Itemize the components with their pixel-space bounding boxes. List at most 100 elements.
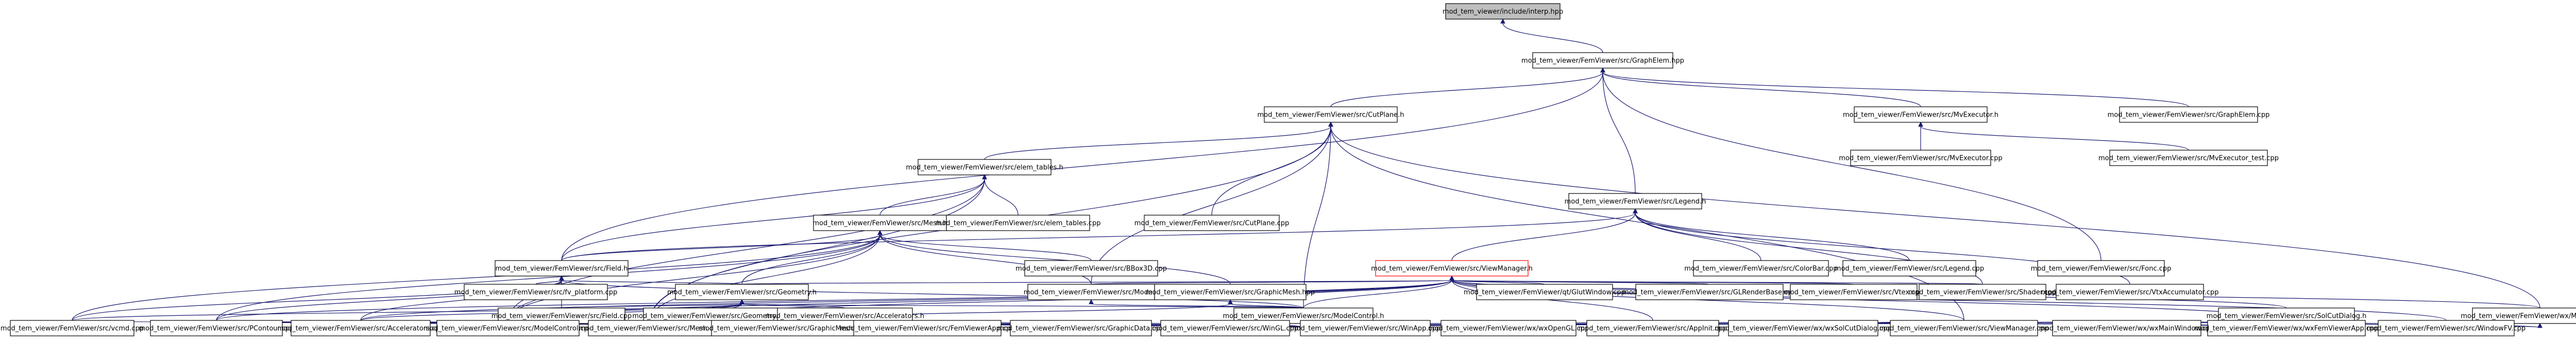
edge-mode_h-to-view_manager_h xyxy=(1091,275,1454,285)
node-label: mod_tem_viewer/FemViewer/src/ColorBar.cp… xyxy=(1684,265,1837,273)
node-model-control-cpp[interactable]: mod_tem_viewer/FemViewer/src/ModelContro… xyxy=(423,320,592,336)
edge-legend_cpp-to-legend_h xyxy=(1633,208,1910,261)
node-label: mod_tem_viewer/FemViewer/src/AppInit.cpp xyxy=(1579,325,1727,333)
node-view-manager-cpp[interactable]: mod_tem_viewer/FemViewer/src/ViewManager… xyxy=(1879,320,2049,336)
edge-mv_exec_test-to-mv_exec_h xyxy=(1918,121,2189,151)
node-label: mod_tem_viewer/FemViewer/src/WindowFV.cp… xyxy=(2367,325,2526,333)
node-qt-glwindow[interactable]: mod_tem_viewer/FemViewer/qt/GlutWindow.c… xyxy=(1464,284,1625,300)
node-label: mod_tem_viewer/FemViewer/src/Vtex.cpp xyxy=(1784,289,1924,297)
node-label: mod_tem_viewer/FemViewer/wx/wxMainWindow… xyxy=(2039,325,2214,333)
node-label: mod_tem_viewer/FemViewer/src/Mesh.cpp xyxy=(579,325,722,333)
node-p-contour-cpp[interactable]: mod_tem_viewer/FemViewer/src/PContour.cp… xyxy=(139,320,294,336)
node-win-gl-cpp[interactable]: mod_tem_viewer/FemViewer/src/WinGL.cpp xyxy=(1152,320,1298,336)
node-label: mod_tem_viewer/FemViewer/src/ModelContro… xyxy=(423,325,592,333)
node-fonc-cpp[interactable]: mod_tem_viewer/FemViewer/src/Fonc.cpp xyxy=(2031,260,2172,277)
graph-nodes: mod_tem_viewer/include/interp.hpp mod_tem… xyxy=(1,3,2576,336)
node-label: mod_tem_viewer/FemViewer/src/MvExecutor.… xyxy=(1839,155,2002,163)
node-label: mod_tem_viewer/FemViewer/src/PContour.cp… xyxy=(139,325,294,333)
node-view-manager-h[interactable]: mod_tem_viewer/FemViewer/src/ViewManager… xyxy=(1371,260,1533,277)
node-fv-platform[interactable]: mod_tem_viewer/FemViewer/src/fv_platform… xyxy=(454,284,617,300)
node-graphic-mesh-cpp[interactable]: mod_tem_viewer/FemViewer/src/GraphicMesh… xyxy=(699,320,868,336)
node-graph-elem-cpp[interactable]: mod_tem_viewer/FemViewer/src/GraphElem.c… xyxy=(2108,106,2270,123)
node-fem-viewer-app-src[interactable]: mod_tem_viewer/FemViewer/src/FemViewerAp… xyxy=(840,320,1015,336)
node-label: mod_tem_viewer/FemViewer/src/BBox3D.cpp xyxy=(1015,265,1167,273)
node-label: mod_tem_viewer/FemViewer/src/elem_tables… xyxy=(936,220,1101,228)
edge-mesh_cpp-to-mesh_h xyxy=(650,230,883,321)
node-graphic-mesh-hpp[interactable]: mod_tem_viewer/FemViewer/src/GraphicMesh… xyxy=(1146,284,1315,300)
node-elem-tables-h[interactable]: mod_tem_viewer/FemViewer/src/elem_tables… xyxy=(906,159,1063,175)
node-label: mod_tem_viewer/FemViewer/src/WinGL.cpp xyxy=(1152,325,1298,333)
edge-mode_h-to-cut_plane_h xyxy=(1091,121,1333,285)
node-wx-sol-cut-dialog[interactable]: mod_tem_viewer/FemViewer/wx/wxSolCutDial… xyxy=(1715,320,1892,336)
node-cut-plane-h[interactable]: mod_tem_viewer/FemViewer/src/CutPlane.h xyxy=(1257,106,1404,123)
node-mode-h[interactable]: mod_tem_viewer/FemViewer/src/Mode.h xyxy=(1024,284,1159,300)
node-shader-cpp[interactable]: mod_tem_viewer/FemViewer/src/Shader.cpp xyxy=(1908,284,2057,300)
node-vtx-accum-cpp[interactable]: mod_tem_viewer/FemViewer/src/VtxAccumula… xyxy=(2041,284,2219,300)
node-label: mod_tem_viewer/FemViewer/src/MvExecutor_… xyxy=(2098,155,2279,163)
node-field-h[interactable]: mod_tem_viewer/FemViewer/src/Field.h xyxy=(495,260,629,277)
node-label: mod_tem_viewer/FemViewer/src/fv_platform… xyxy=(454,289,617,297)
node-label: mod_tem_viewer/FemViewer/src/Shader.cpp xyxy=(1908,289,2056,297)
node-mesh-h[interactable]: mod_tem_viewer/FemViewer/src/Mesh.h xyxy=(812,215,947,231)
node-label: mod_tem_viewer/FemViewer/src/GraphicMesh… xyxy=(1146,289,1315,297)
node-elem-tables-cpp[interactable]: mod_tem_viewer/FemViewer/src/elem_tables… xyxy=(936,215,1101,231)
node-label: mod_tem_viewer/FemViewer/src/FemViewerAp… xyxy=(840,325,1014,333)
node-wx-fem-viewer-app[interactable]: mod_tem_viewer/FemViewer/wx/wxFemViewerA… xyxy=(2194,320,2379,336)
node-label: mod_tem_viewer/FemViewer/wx/MainWindow.h xyxy=(2461,313,2576,320)
node-main-window-h[interactable]: mod_tem_viewer/FemViewer/wx/MainWindow.h xyxy=(2461,307,2576,324)
edge-field_h-to-legend_h xyxy=(561,208,1638,261)
node-label: mod_tem_viewer/FemViewer/src/Mode.h xyxy=(1024,289,1159,297)
edge-colorbar_cpp-to-legend_h xyxy=(1633,208,1761,261)
edge-gl_render_base-to-view_manager_h xyxy=(1449,275,1710,285)
edge-geometry_h-to-mesh_h xyxy=(741,230,883,285)
node-label: mod_tem_viewer/FemViewer/src/ModelContro… xyxy=(1223,313,1384,320)
edge-graph_elem_hpp-to-root xyxy=(1500,18,1603,53)
node-wx-main-window[interactable]: mod_tem_viewer/FemViewer/wx/wxMainWindow… xyxy=(2039,320,2215,336)
node-sol-cut-dialog-h[interactable]: mod_tem_viewer/FemViewer/src/SolCutDialo… xyxy=(2207,307,2367,324)
node-legend-h[interactable]: mod_tem_viewer/FemViewer/src/Legend.h xyxy=(1565,193,1706,209)
edge-geometry_h-to-view_manager_h xyxy=(741,275,1454,285)
node-legend-cpp[interactable]: mod_tem_viewer/FemViewer/src/Legend.cpp xyxy=(1835,260,1984,277)
node-label: mod_tem_viewer/FemViewer/src/GLRenderBas… xyxy=(1622,289,1797,297)
node-bbox3d-cpp[interactable]: mod_tem_viewer/FemViewer/src/BBox3D.cpp xyxy=(1015,260,1167,277)
node-label: mod_tem_viewer/FemViewer/src/ViewManager… xyxy=(1371,265,1533,273)
edge-field_h-to-graph_elem_hpp xyxy=(561,67,1605,261)
node-colorbar-cpp[interactable]: mod_tem_viewer/FemViewer/src/ColorBar.cp… xyxy=(1684,260,1838,277)
edge-main_window_h-to-cut_plane_h xyxy=(1328,121,2540,309)
node-gl-render-base[interactable]: mod_tem_viewer/FemViewer/src/GLRenderBas… xyxy=(1622,284,1797,300)
node-label: mod_tem_viewer/FemViewer/src/MvExecutor.… xyxy=(1843,111,1998,119)
edge-view_manager_h-to-legend_h xyxy=(1451,208,1638,261)
node-vcmd-cpp[interactable]: mod_tem_viewer/FemViewer/src/vcmd.cpp xyxy=(1,320,144,336)
node-accelerators-cpp[interactable]: mod_tem_viewer/FemViewer/src/Accelerator… xyxy=(277,320,444,336)
node-mv-exec-test[interactable]: mod_tem_viewer/FemViewer/src/MvExecutor_… xyxy=(2098,150,2279,166)
node-mv-exec-h[interactable]: mod_tem_viewer/FemViewer/src/MvExecutor.… xyxy=(1843,106,1998,123)
node-label: mod_tem_viewer/FemViewer/src/SolCutDialo… xyxy=(2207,313,2367,320)
node-label: mod_tem_viewer/FemViewer/src/WinApp.cpp xyxy=(1290,325,1440,333)
node-mv-exec-cpp[interactable]: mod_tem_viewer/FemViewer/src/MvExecutor.… xyxy=(1839,150,2003,166)
node-cut-plane-cpp[interactable]: mod_tem_viewer/FemViewer/src/CutPlane.cp… xyxy=(1134,215,1290,231)
node-vtex-cpp[interactable]: mod_tem_viewer/FemViewer/src/Vtex.cpp xyxy=(1784,284,1924,300)
node-app-init-cpp[interactable]: mod_tem_viewer/FemViewer/src/AppInit.cpp xyxy=(1579,320,1727,336)
node-window-fv[interactable]: mod_tem_viewer/FemViewer/src/WindowFV.cp… xyxy=(2367,320,2526,336)
edge-mesh_h-to-elem_tables_h xyxy=(879,174,987,216)
node-mesh-cpp[interactable]: mod_tem_viewer/FemViewer/src/Mesh.cpp xyxy=(579,320,722,336)
graph-edges xyxy=(72,18,2543,328)
node-label: mod_tem_viewer/FemViewer/src/Legend.h xyxy=(1565,198,1706,206)
node-label: mod_tem_viewer/FemViewer/wx/wxOpenGL.cpp xyxy=(1428,325,1589,333)
edge-mesh_cpp-to-elem_tables_h xyxy=(650,174,987,321)
edge-cut_plane_h-to-graph_elem_hpp xyxy=(1330,67,1605,107)
node-geometry-h[interactable]: mod_tem_viewer/FemViewer/src/Geometry.h xyxy=(667,284,817,300)
node-label: mod_tem_viewer/FemViewer/src/Field.h xyxy=(495,265,628,273)
node-win-app-cpp[interactable]: mod_tem_viewer/FemViewer/src/WinApp.cpp xyxy=(1290,320,1440,336)
node-root[interactable]: mod_tem_viewer/include/interp.hpp xyxy=(1443,3,1563,20)
edge-legend_h-to-graph_elem_hpp xyxy=(1600,67,1636,194)
node-label: mod_tem_viewer/FemViewer/src/GraphicData… xyxy=(997,325,1164,333)
node-label: mod_tem_viewer/FemViewer/src/Accelerator… xyxy=(766,313,924,320)
node-graph-elem-hpp[interactable]: mod_tem_viewer/FemViewer/src/GraphElem.h… xyxy=(1521,52,1684,69)
edge-fonc_cpp-to-graph_elem_hpp xyxy=(1600,67,2102,261)
node-graphic-data-cpp[interactable]: mod_tem_viewer/FemViewer/src/GraphicData… xyxy=(997,320,1164,336)
node-wx-opengl[interactable]: mod_tem_viewer/FemViewer/wx/wxOpenGL.cpp xyxy=(1428,320,1589,336)
node-label: mod_tem_viewer/FemViewer/src/ViewManager… xyxy=(1879,325,2048,333)
edge-mv_exec_h-to-graph_elem_hpp xyxy=(1600,67,1921,107)
